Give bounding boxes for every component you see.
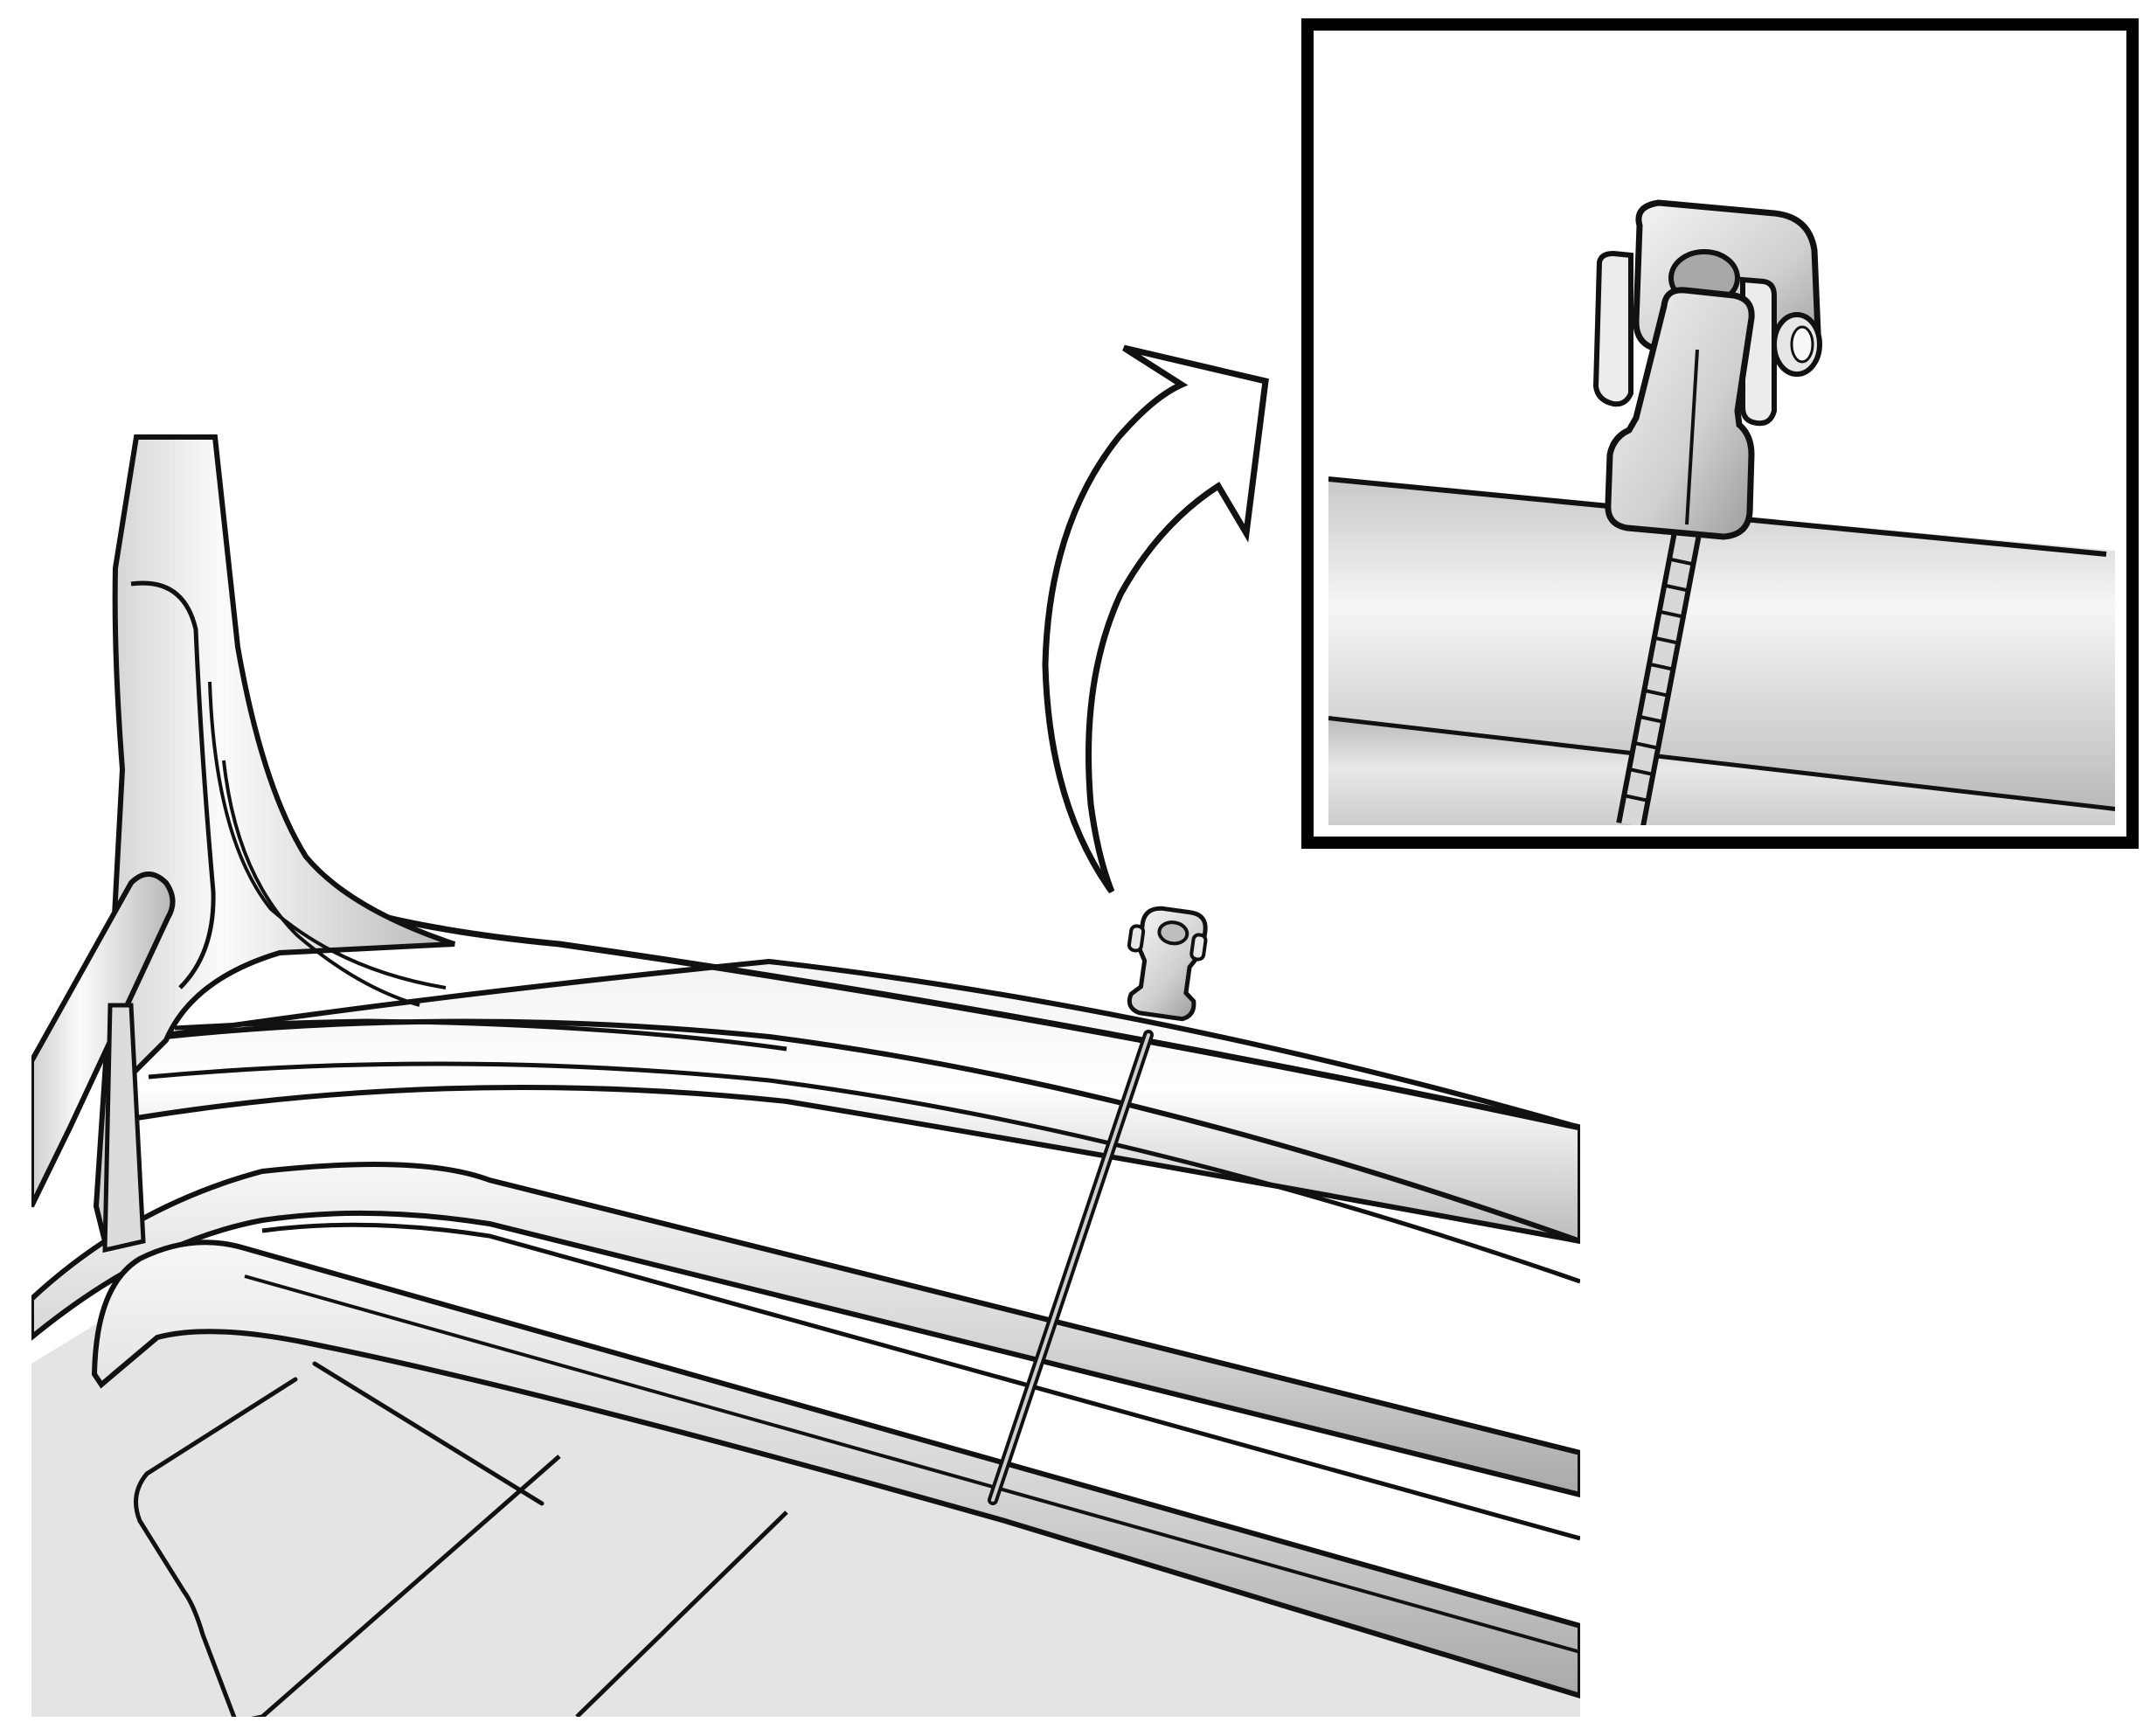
roof-pillar (93, 434, 455, 1251)
inset-lower-band (1328, 720, 2115, 825)
pillar-contour-a (130, 580, 216, 990)
inset-clip-body (1605, 287, 1755, 540)
inset-clip-body-crease (1685, 349, 1699, 525)
floor-panel-outline (134, 1361, 544, 1717)
pillar-contour-b (208, 681, 447, 990)
inset-cable-core (1621, 531, 1696, 825)
inner-lip-edge (244, 1274, 1580, 1654)
channel-inner-line (261, 1222, 1580, 1541)
inset-bar-groove (1328, 716, 2115, 812)
cargo-floor (31, 1276, 1580, 1717)
inset-clip-left-ear (1592, 250, 1633, 407)
pillar-contour-c (222, 760, 420, 1007)
pillar-to-rail-join (174, 1018, 787, 1052)
inset-cable-segments (1623, 558, 1696, 802)
curved-arrow-up-right-icon (1042, 344, 1269, 894)
inset-cable-end-clip (1592, 199, 1822, 540)
main-scene (31, 434, 1580, 1717)
inset-detail-panel (1301, 18, 2139, 849)
support-post (102, 1003, 146, 1253)
sunroof-cable-highlight (991, 1033, 1150, 1502)
cable-end-clip (1127, 906, 1208, 1022)
support-strut (31, 871, 176, 1208)
rail-groove-lower (148, 1061, 1580, 1284)
floor-trim-line (260, 1455, 788, 1717)
inner-lip-trim (91, 1240, 1580, 1699)
